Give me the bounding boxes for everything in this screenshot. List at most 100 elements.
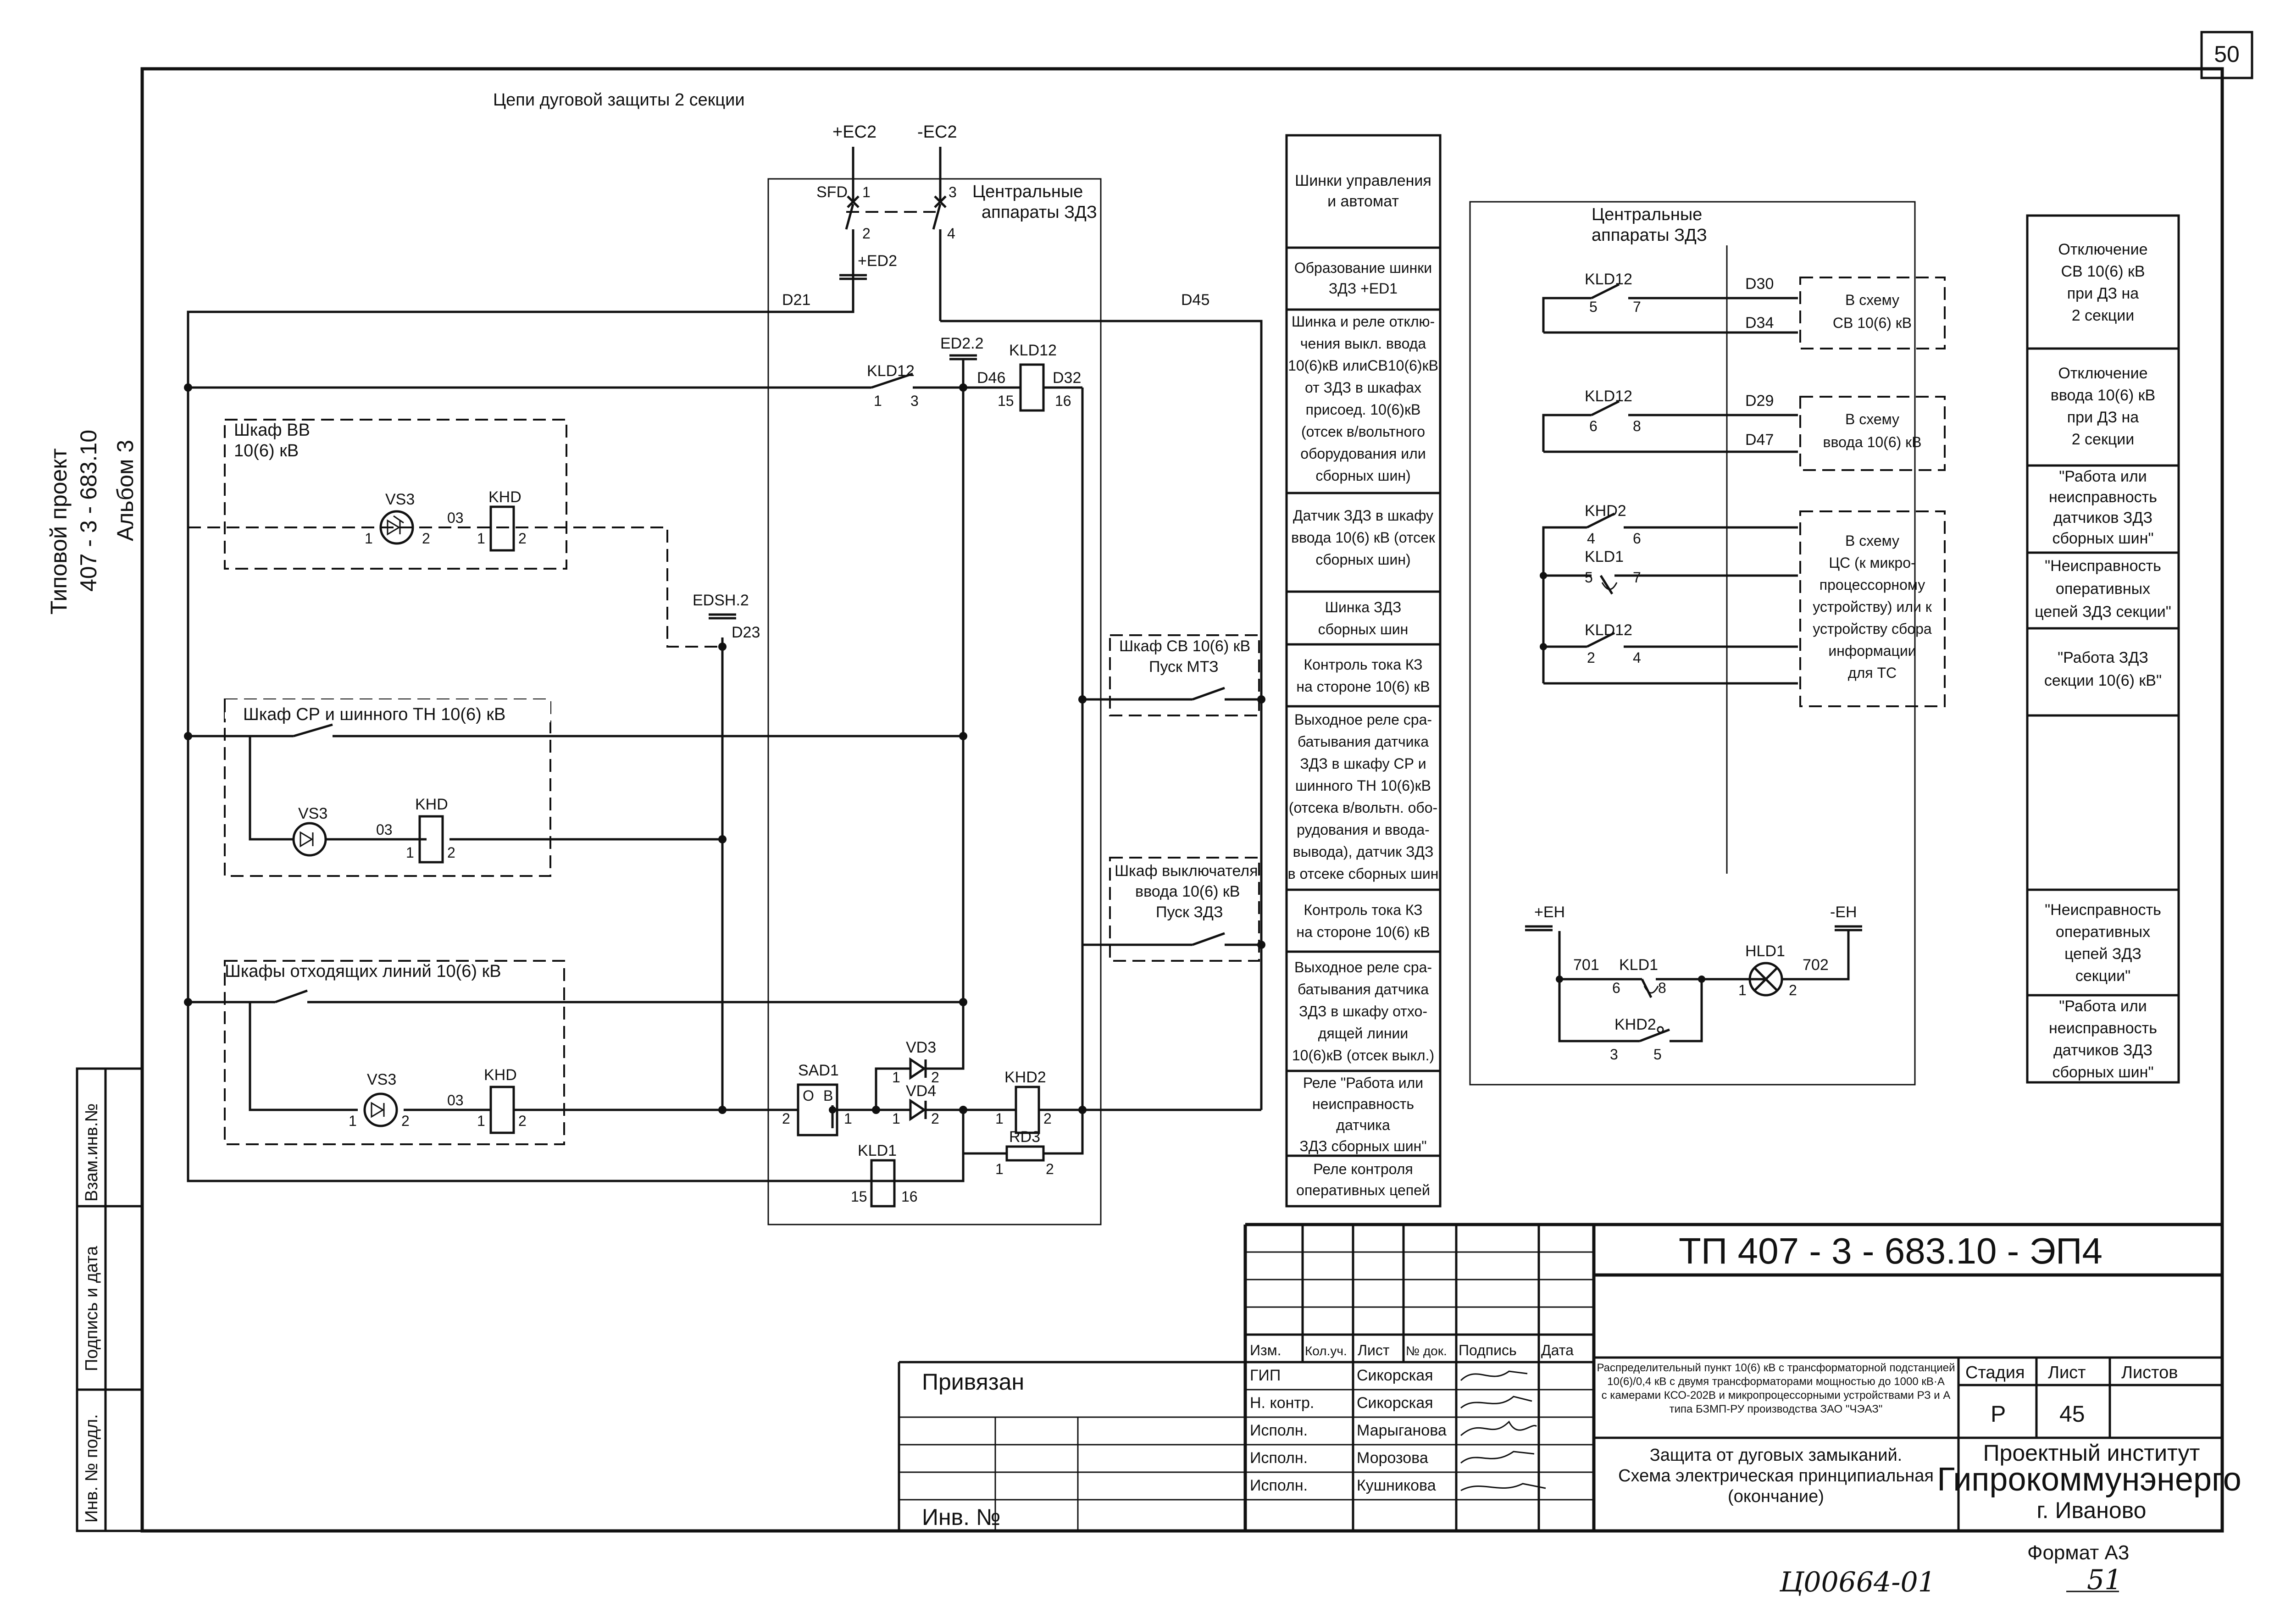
diagram-label: сборных шин — [1318, 621, 1409, 637]
diagram-label: EDSH.2 — [693, 592, 749, 609]
diagram-label: Защита от дуговых замыканий. — [1650, 1446, 1902, 1465]
diagram-label: информации — [1828, 643, 1916, 659]
sheet-number: 50 — [2214, 41, 2240, 67]
diagram-label: KLD12 — [1009, 342, 1057, 359]
diagram-label: 2 — [1789, 982, 1797, 998]
cabinet-sr: Шкаф СР и шинного ТН 10(6) кВ VS3 03 KHD… — [224, 698, 551, 877]
diagram-label: при ДЗ на — [2067, 409, 2139, 426]
diagram-label: ввода 10(6) кВ — [1823, 434, 1921, 450]
diagram-label: О — [803, 1087, 814, 1104]
right-scheme: Центральные аппараты ЗДЗ KLD12 5 7 D30 D… — [1469, 201, 1946, 1086]
diagram-label: вывода), датчик ЗДЗ — [1293, 843, 1434, 860]
diagram-label: устройству сбора — [1813, 621, 1932, 637]
inv-podl-label: Инв. № подл. — [82, 1414, 101, 1523]
diagram-label: D29 — [1745, 392, 1774, 410]
diagram-label: KLD12 — [1585, 388, 1632, 405]
diagram-label: 7 — [1633, 569, 1641, 586]
diagram-label: неисправность — [1312, 1096, 1414, 1112]
diagram-label: Морозова — [1357, 1449, 1428, 1467]
diagram-label: 1 — [349, 1113, 357, 1129]
diagram-label: 5 — [1653, 1046, 1662, 1063]
diagram-label: "Работа или — [2059, 998, 2147, 1015]
diagram-label: Шинка ЗДЗ — [1325, 599, 1402, 615]
diagram-label: 8 — [1633, 418, 1641, 434]
diagram-label: 1 — [995, 1110, 1004, 1127]
diagram-label: сборных шин) — [1315, 551, 1410, 568]
diagram-label: D34 — [1745, 314, 1774, 332]
diagram-label: Листов — [2121, 1363, 2178, 1382]
diagram-label: 2 — [782, 1110, 790, 1127]
diagram-label: Центральные — [972, 182, 1083, 201]
diagram-label: "Неисправность — [2045, 557, 2161, 575]
diagram-label: 2 — [422, 530, 430, 547]
diagram-label: Стадия — [1965, 1363, 2025, 1382]
diagram-label: 15 — [998, 393, 1014, 409]
diagram-label: 5 — [1585, 569, 1593, 586]
page-title: Цепи дуговой защиты 2 секции — [493, 90, 745, 110]
diagram-label: VS3 — [367, 1071, 396, 1088]
diagram-label: оборудования или — [1300, 445, 1426, 462]
diagram-label: секции 10(6) кВ" — [2044, 672, 2162, 689]
diagram-label: 1 — [365, 530, 373, 547]
diagram-label: неисправность — [2049, 1020, 2157, 1037]
diagram-label: Распределительный пункт 10(6) кВ с транс… — [1597, 1362, 1955, 1374]
diagram-label: 5 — [1589, 299, 1598, 315]
diagram-label: D23 — [732, 624, 760, 641]
diagram-label: Кушникова — [1357, 1477, 1436, 1494]
diagram-label: от ЗДЗ в шкафах — [1305, 379, 1421, 396]
diagram-label: датчиков ЗДЗ — [2053, 509, 2152, 527]
diagram-label: Отключение — [2058, 365, 2147, 382]
diagram-label: ЗДЗ в шкафу отхо- — [1299, 1003, 1427, 1020]
diagram-label: SFD — [816, 183, 848, 201]
diagram-label: 701 — [1573, 956, 1599, 974]
diagram-label: с камерами КСО-202В и микропроцессорными… — [1602, 1389, 1951, 1402]
diagram-label: Н. контр. — [1250, 1394, 1314, 1412]
diagram-label: сборных шин" — [2052, 530, 2153, 547]
diagram-label: для ТС — [1848, 665, 1897, 681]
diagram-label: (отсека в/вольтн. обо- — [1289, 799, 1437, 816]
signature-scribble — [1460, 1451, 1535, 1464]
diagram-label: оперативных — [2056, 580, 2150, 598]
cabinet-vyk: Шкаф выключателя ввода 10(6) кВ Пуск ЗДЗ — [1109, 857, 1260, 962]
diagram-label: KLD12 — [867, 362, 915, 380]
diagram-label: 2 — [447, 844, 455, 861]
diagram-label: KHD — [484, 1066, 517, 1084]
diagram-label: цепей ЗДЗ секции" — [2035, 603, 2171, 621]
diagram-label: KHD2 — [1614, 1016, 1656, 1033]
diagram-label: Подпись — [1459, 1342, 1517, 1358]
diagram-label: 1 — [406, 844, 414, 861]
right-description-column: Отключение СВ 10(6) кВ при ДЗ на 2 секци… — [2026, 214, 2180, 1084]
diagram-label: Шкаф СР и шинного ТН 10(6) кВ — [243, 705, 505, 724]
diagram-label: ввода 10(6) кВ — [2051, 387, 2155, 404]
cabinet-lines: Шкафы отходящих линий 10(6) кВ VS3 1 2 0… — [224, 960, 565, 1145]
diagram-label: ЗДЗ сборных шин" — [1299, 1138, 1426, 1154]
diagram-label: Проектный институт — [1983, 1440, 2200, 1466]
stage-value: Р — [1991, 1401, 2006, 1427]
diagram-label: "Работа или — [2059, 468, 2147, 485]
diagram-label: Пуск МТЗ — [1149, 658, 1219, 676]
diagram-label: 2 — [931, 1069, 939, 1086]
diagram-label: устройству) или к — [1813, 599, 1932, 615]
diagram-label: датчиков ЗДЗ — [2053, 1042, 2152, 1059]
diagram-label: присоед. 10(6)кВ — [1306, 401, 1421, 418]
diagram-label: ЗДЗ в шкафу СР и — [1300, 755, 1426, 772]
diagram-label: D21 — [782, 291, 810, 309]
diagram-label: В — [823, 1087, 833, 1104]
diagram-label: Гипрокоммунэнерго — [1937, 1461, 2241, 1498]
diagram-label: цепей ЗДЗ — [2064, 945, 2141, 963]
diagram-label: Дата — [1541, 1342, 1574, 1358]
diagram-label: ЗДЗ +ED1 — [1329, 280, 1398, 297]
diagram-label: В схему — [1845, 411, 1899, 427]
diagram-label: Схема электрическая принципиальная — [1618, 1466, 1934, 1485]
diagram-label: ввода 10(6) кВ (отсек — [1291, 529, 1436, 546]
diagram-label: 10(6)кВ (отсек выкл.) — [1292, 1047, 1434, 1064]
diagram-label: KLD1 — [1585, 548, 1624, 565]
diagram-label: KLD1 — [1619, 956, 1658, 974]
diagram-label: "Неисправность — [2045, 901, 2161, 919]
diagram-label: -EH — [1830, 903, 1857, 921]
diagram-label: типа БЗМП-РУ производства ЗАО "ЧЭАЗ" — [1670, 1403, 1883, 1415]
diagram-label: СВ 10(6) кВ — [2061, 263, 2145, 280]
handwritten-num: 51 — [2087, 1564, 2122, 1596]
diagram-label: на стороне 10(6) кВ — [1296, 924, 1430, 940]
diagram-label: Исполн. — [1250, 1422, 1308, 1439]
